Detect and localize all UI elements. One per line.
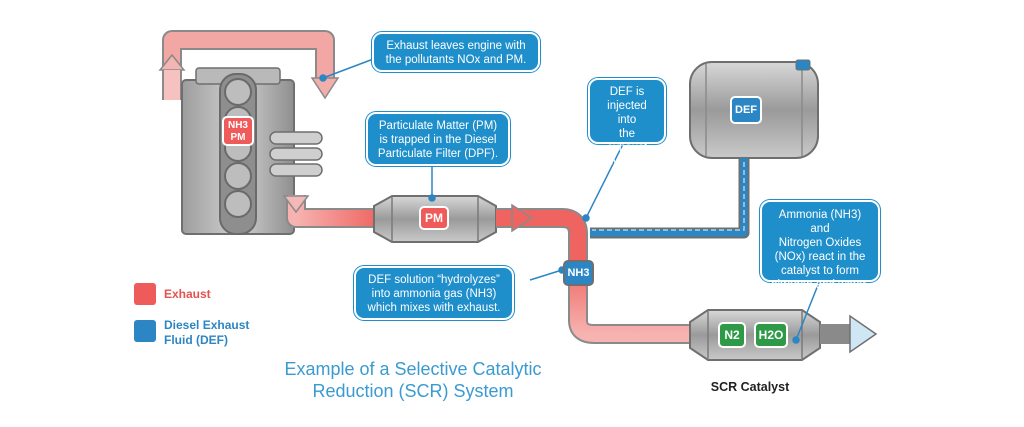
legend-def-swatch xyxy=(134,320,156,342)
exhaust-loop-pipe xyxy=(158,30,340,100)
legend-def-label: Diesel Exhaust Fluid (DEF) xyxy=(164,318,250,347)
diagram-caption: Example of a Selective Catalytic Reducti… xyxy=(284,359,542,401)
engine-cylinders xyxy=(219,73,257,235)
callout-exhaust-leaves: Exhaust leaves engine with the pollutant… xyxy=(372,32,540,72)
tailpipe-arrow xyxy=(820,314,878,354)
def-line xyxy=(590,158,750,239)
callout-hydrolyzes: DEF solution “hydrolyzes” into ammonia g… xyxy=(354,266,514,320)
h2o-chip: H2O xyxy=(754,322,788,348)
callout-ammonia-react: Ammonia (NH3) and Nitrogen Oxides (NOx) … xyxy=(760,200,880,291)
tank-def-chip: DEF xyxy=(730,96,762,124)
legend-exhaust-swatch xyxy=(134,283,156,305)
def-injector xyxy=(568,262,700,344)
leader-lines xyxy=(319,57,821,344)
injector-nh3-chip: NH3 xyxy=(563,260,594,286)
dpf-pm-chip: PM xyxy=(419,206,449,230)
exhaust-pipe-to-injector xyxy=(496,203,588,262)
n2-chip: N2 xyxy=(718,322,746,348)
scr-catalyst-label: SCR Catalyst xyxy=(710,380,790,394)
legend-exhaust-label: Exhaust xyxy=(164,287,211,301)
callout-particulate-matter: Particulate Matter (PM) is trapped in th… xyxy=(366,112,510,166)
engine-nh3-pm-chip: NH3 PM xyxy=(222,116,254,146)
exhaust-pipe-to-dpf xyxy=(282,195,380,228)
callout-def-injected: DEF is injected into the exhaust system. xyxy=(588,78,666,168)
